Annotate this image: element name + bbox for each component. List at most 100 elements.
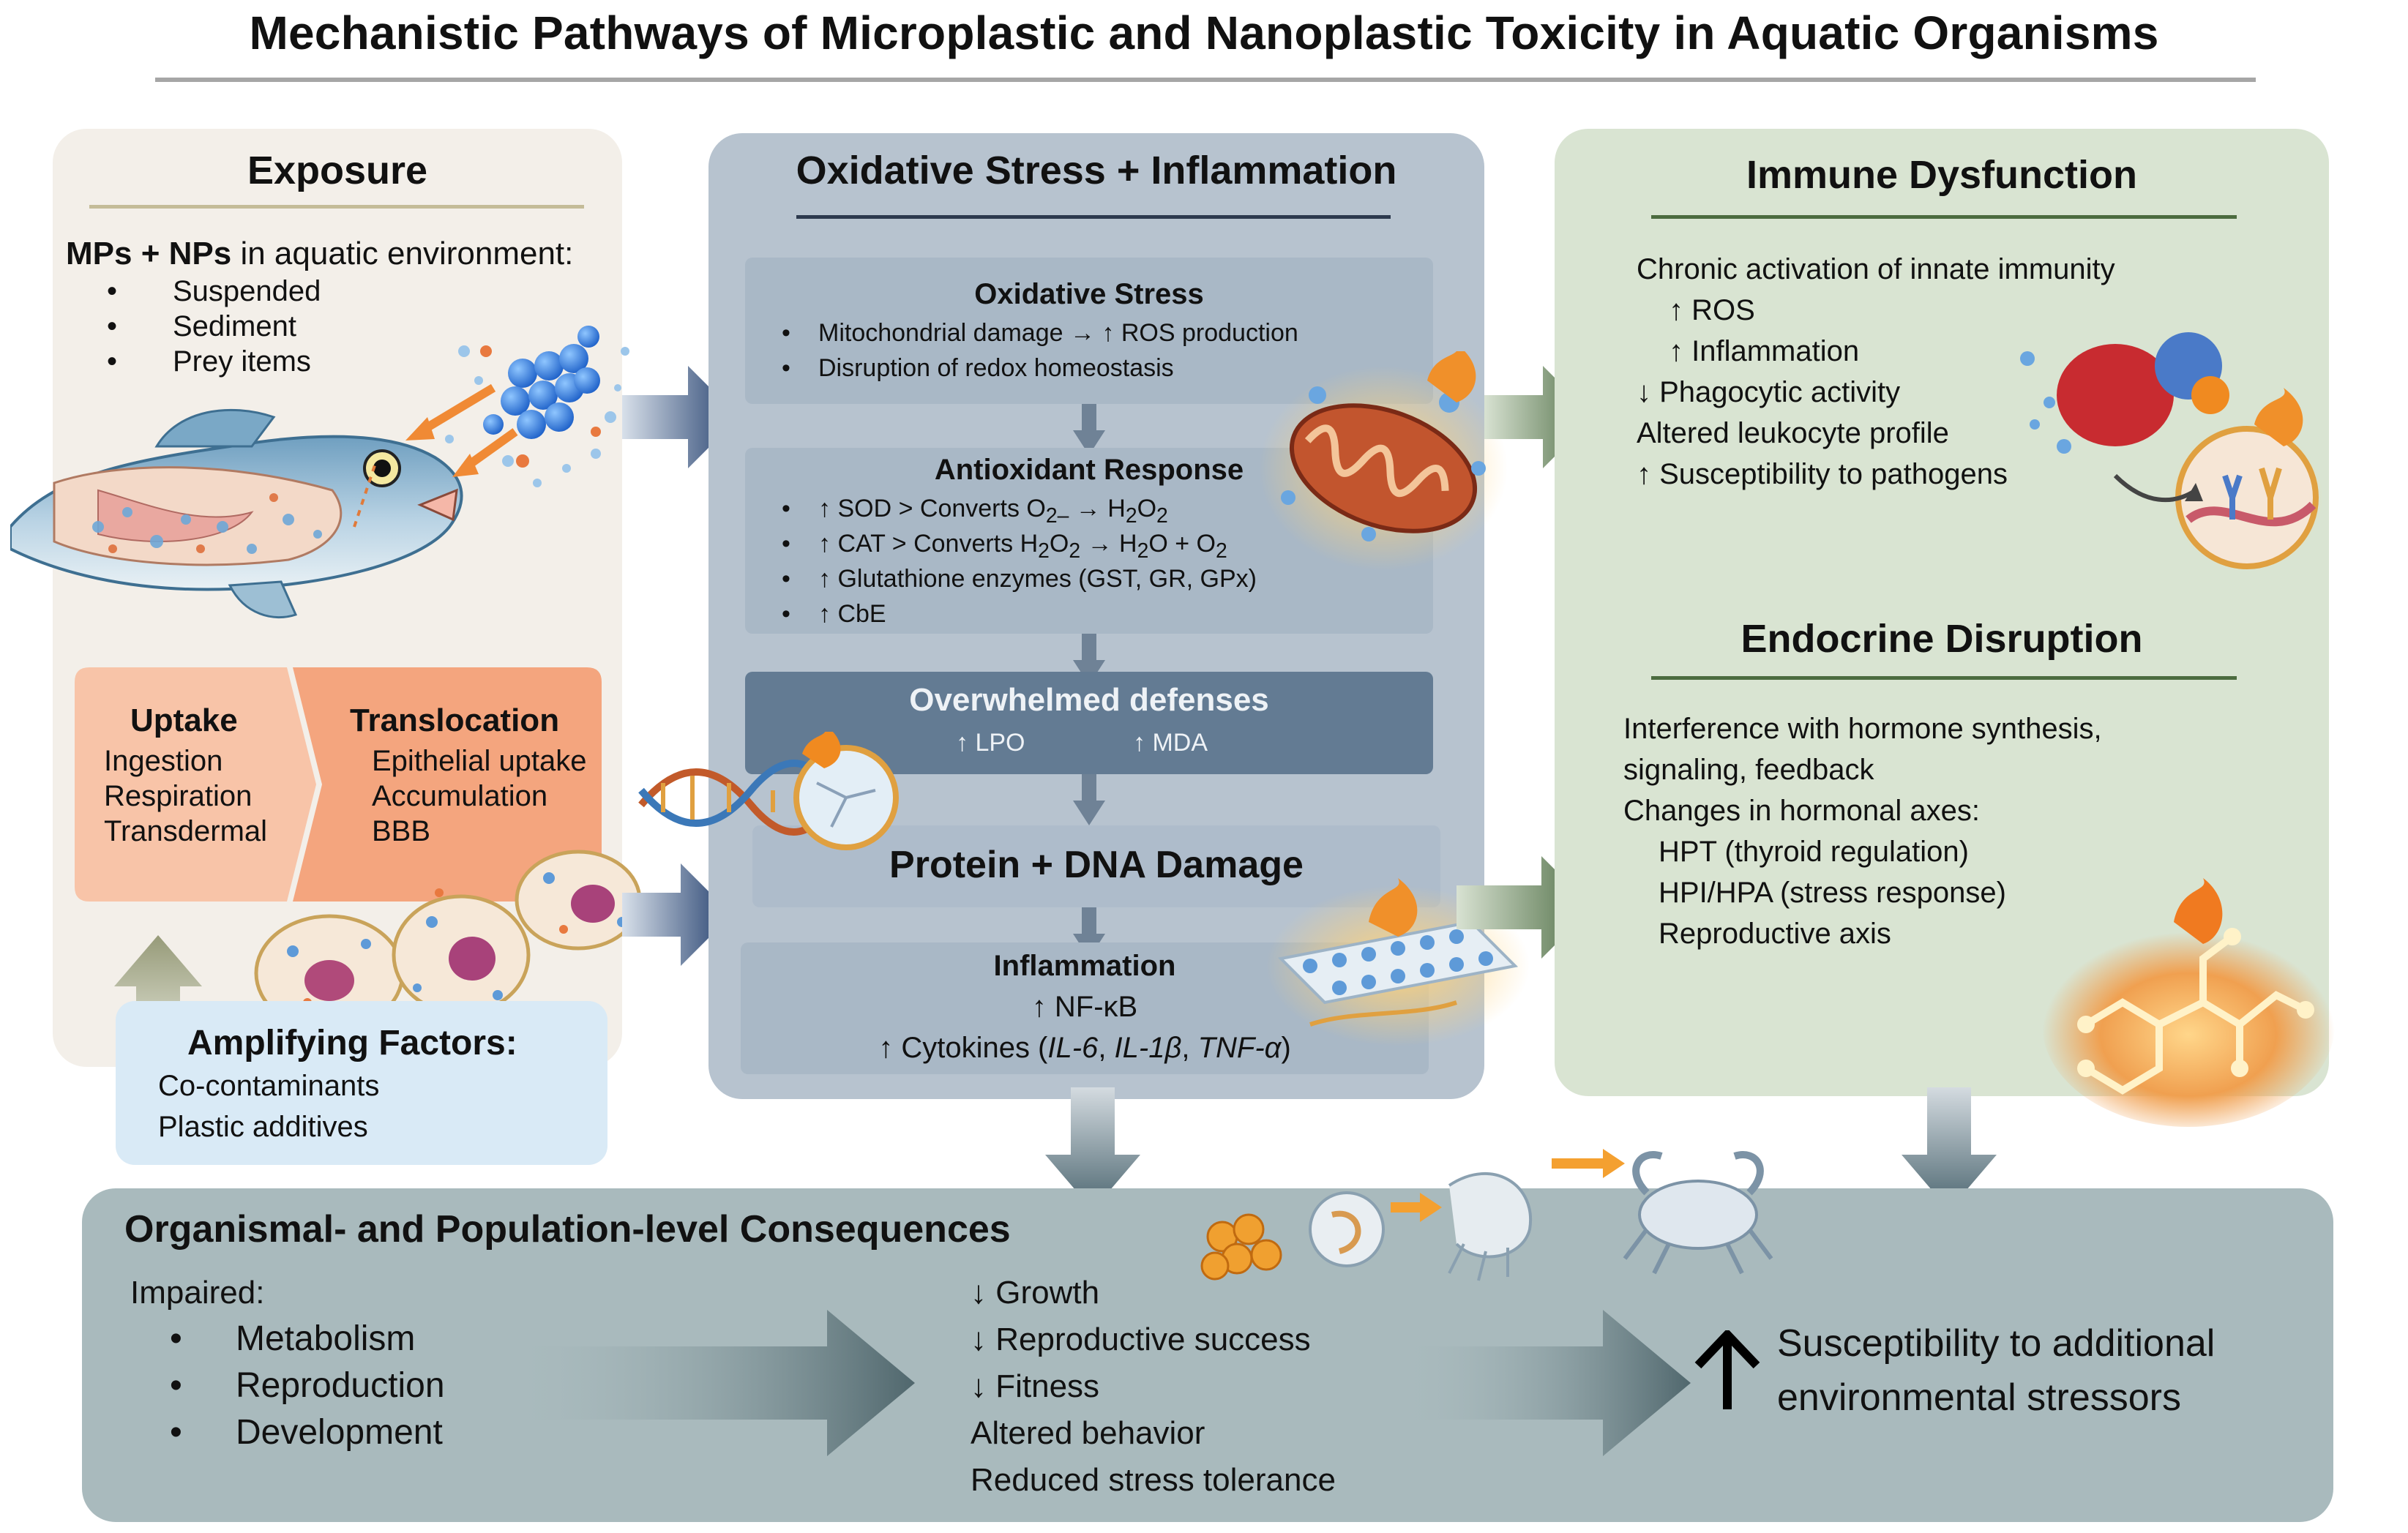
tnf-label: TNF-α xyxy=(1197,1032,1282,1064)
impaired-label: Impaired: xyxy=(130,1275,265,1311)
translocation-heading: Translocation xyxy=(350,702,560,738)
translocation-item: Epithelial uptake xyxy=(372,745,587,777)
mda-label: ↑ MDA xyxy=(1133,729,1208,757)
life-stages-illustration xyxy=(1200,1149,1773,1281)
cat-sub3: 2 xyxy=(1137,539,1149,563)
exposure-intro: MPs + NPs in aquatic environment: xyxy=(66,236,573,272)
oxidative-to-consequences-arrow xyxy=(1045,1087,1140,1210)
uptake-item: Transdermal xyxy=(104,815,268,847)
cat-sub2: 2 xyxy=(1069,539,1081,563)
immune-item: ↓ Phagocytic activity xyxy=(1637,376,1901,408)
endocrine-heading: Endocrine Disruption xyxy=(1740,617,2143,661)
amplifying-item: Plastic additives xyxy=(158,1111,368,1143)
cat-sub1: 2 xyxy=(1038,539,1050,563)
antioxidant-heading: Antioxidant Response xyxy=(934,454,1244,486)
oxidative-stress-item: Mitochondrial damage → ↑ ROS production xyxy=(782,319,1298,348)
cat-enzyme: ↑ CAT xyxy=(818,530,886,558)
cat-sub4: 2 xyxy=(1215,539,1227,563)
connector-arrow xyxy=(1073,404,1105,455)
overwhelmed-heading: Overwhelmed defenses xyxy=(909,682,1269,718)
endocrine-item: Reproductive axis xyxy=(1659,918,1891,950)
amplifying-heading: Amplifying Factors: xyxy=(187,1024,517,1062)
endocrine-item: HPT (thyroid regulation) xyxy=(1659,836,1969,868)
cytokine-separator: , xyxy=(1181,1032,1198,1064)
immune-item: Altered leukocyte profile xyxy=(1637,417,1949,449)
amplifying-factors-box xyxy=(116,1001,607,1165)
endocrine-item: Interference with hormone synthesis, xyxy=(1623,713,2102,745)
il6-label: IL-6 xyxy=(1047,1032,1099,1064)
sod-pre: Converts O xyxy=(919,495,1046,522)
impaired-item: Reproduction xyxy=(170,1365,444,1406)
sod-enzyme: ↑ SOD xyxy=(818,495,892,522)
immune-cell-illustration xyxy=(2020,332,2323,571)
immune-item: ↑ Susceptibility to pathogens xyxy=(1637,458,2008,490)
title-divider xyxy=(155,78,2256,82)
amplifying-item: Co-contaminants xyxy=(158,1070,380,1102)
sod-separator: > xyxy=(898,495,913,522)
il1b-label: IL-1β xyxy=(1114,1032,1182,1064)
uptake-item: Respiration xyxy=(104,780,253,812)
susceptibility-line-2: environmental stressors xyxy=(1777,1376,2181,1419)
oxidative-stress-item: Disruption of redox homeostasis xyxy=(782,354,1174,383)
exposure-intro-rest: in aquatic environment: xyxy=(231,236,574,271)
connector-arrow xyxy=(1073,774,1105,825)
endocrine-item: HPI/HPA (stress response) xyxy=(1659,877,2006,909)
translocation-to-damage-arrow xyxy=(622,863,732,966)
cytokines-prefix: ↑ Cytokines ( xyxy=(878,1032,1048,1064)
sod-end: O xyxy=(1137,495,1157,522)
endocrine-to-consequences-arrow xyxy=(1902,1087,1997,1210)
exposure-heading: Exposure xyxy=(247,149,428,192)
impaired-item: Development xyxy=(170,1412,443,1453)
figure-title: Mechanistic Pathways of Microplastic and… xyxy=(249,7,2159,59)
cat-arrow: → H xyxy=(1080,530,1137,558)
oxidative-heading-rule xyxy=(796,215,1391,219)
damage-heading: Protein + DNA Damage xyxy=(889,844,1304,886)
oxidative-heading: Oxidative Stress + Inflammation xyxy=(796,149,1397,192)
nfkb-label: ↑ NF-κB xyxy=(1031,991,1138,1023)
endocrine-item: Changes in hormonal axes: xyxy=(1623,795,1980,827)
effect-item: ↓ Fitness xyxy=(971,1368,1100,1404)
lpo-label: ↑ LPO xyxy=(956,729,1025,757)
susceptibility-line-1: Susceptibility to additional xyxy=(1777,1322,2216,1365)
immune-item: Chronic activation of innate immunity xyxy=(1637,253,2115,285)
exposure-source-item: Suspended xyxy=(107,275,321,308)
cytokine-separator: , xyxy=(1098,1032,1115,1064)
cytokines-line: ↑ Cytokines (IL-6, IL-1β, TNF-α) xyxy=(741,1032,1429,1065)
effect-item: ↓ Reproductive success xyxy=(971,1322,1311,1357)
cat-separator: > xyxy=(891,530,907,558)
oxidative-stress-heading: Oxidative Stress xyxy=(974,278,1204,310)
impaired-item: Metabolism xyxy=(170,1319,416,1359)
immune-heading: Immune Dysfunction xyxy=(1746,153,2138,197)
antioxidant-item: ↑ CbE xyxy=(782,600,886,629)
consequences-panel xyxy=(82,1188,2333,1522)
translocation-item: Accumulation xyxy=(372,780,548,812)
sod-sub3: 2 xyxy=(1156,503,1168,528)
cat-line: ↑ CAT > Converts H2O2 → H2O + O2 xyxy=(782,530,1227,563)
exposure-source-item: Prey items xyxy=(107,345,311,378)
exposure-intro-bold: MPs + NPs xyxy=(66,236,232,271)
fish-illustration xyxy=(10,326,629,619)
impaired-to-effects-arrow xyxy=(505,1310,915,1456)
exposure-source-item: Sediment xyxy=(107,310,296,343)
immune-item: ↑ ROS xyxy=(1669,294,1755,326)
effect-item: Altered behavior xyxy=(971,1415,1205,1451)
endocrine-item: signaling, feedback xyxy=(1623,754,1874,786)
uptake-translocation-chevrons xyxy=(75,667,602,902)
uptake-item: Ingestion xyxy=(104,745,223,777)
cat-mid: O xyxy=(1049,530,1069,558)
uptake-heading: Uptake xyxy=(130,702,238,738)
cytokines-close: ) xyxy=(1281,1032,1291,1064)
exposure-heading-rule xyxy=(89,205,584,209)
sod-line: ↑ SOD > Converts O2– → H2O2 xyxy=(782,495,1168,528)
immune-heading-rule xyxy=(1651,215,2237,219)
sod-mid: → H xyxy=(1069,495,1126,522)
increase-arrow-icon xyxy=(1694,1330,1760,1409)
sod-sub1: 2– xyxy=(1045,503,1069,528)
immune-item: ↑ Inflammation xyxy=(1669,335,1860,367)
effects-to-susceptibility-arrow xyxy=(1398,1310,1691,1456)
antioxidant-item: ↑ Glutathione enzymes (GST, GR, GPx) xyxy=(782,565,1257,593)
sod-sub2: 2 xyxy=(1125,503,1137,528)
translocation-item: BBB xyxy=(372,815,431,847)
effect-item: Reduced stress tolerance xyxy=(971,1462,1336,1498)
cat-pre: Converts H xyxy=(913,530,1039,558)
